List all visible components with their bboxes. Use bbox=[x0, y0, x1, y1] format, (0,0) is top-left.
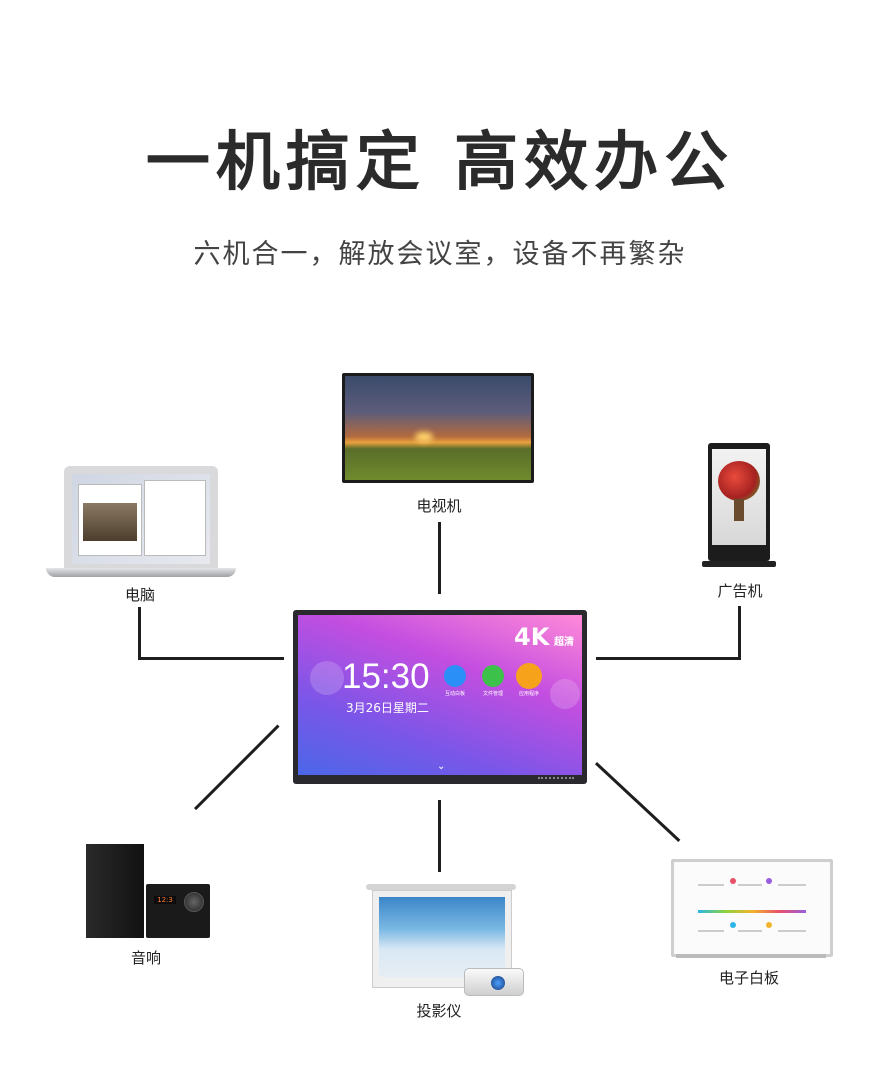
apps-grid-icon[interactable] bbox=[516, 663, 542, 689]
whiteboard-image bbox=[671, 859, 833, 957]
app-label: 互动白板 bbox=[444, 691, 465, 697]
speaker-display: 12:3 bbox=[154, 896, 176, 904]
laptop-label: 电脑 bbox=[124, 586, 155, 604]
bezel-buttons bbox=[538, 777, 574, 782]
tree-trunk bbox=[734, 499, 744, 521]
volume-knob-icon bbox=[184, 892, 204, 912]
kiosk-screen bbox=[712, 449, 766, 545]
connector-kiosk-h bbox=[596, 657, 741, 660]
laptop-browser-window bbox=[78, 484, 142, 556]
connector-laptop-v bbox=[138, 607, 141, 659]
whiteboard-tray bbox=[676, 954, 826, 958]
page-title: 一机搞定 高效办公 bbox=[145, 126, 735, 200]
whiteboard-text-line bbox=[698, 930, 724, 932]
page-subtitle: 六机合一，解放会议室，设备不再繁杂 bbox=[193, 239, 687, 270]
app-label: 应用程序 bbox=[518, 691, 539, 697]
connector-laptop-h bbox=[138, 657, 284, 660]
center-display-screen: 4K 超清 15:30 3月26日星期二 互动白板 文件管理 应用程序 ⌄ bbox=[298, 615, 582, 775]
date: 3月26日星期二 bbox=[346, 701, 429, 715]
kiosk-label: 广告机 bbox=[717, 582, 763, 600]
whiteboard-text-line bbox=[738, 884, 762, 886]
connector-speaker bbox=[194, 724, 280, 811]
speaker-tower-image bbox=[86, 844, 144, 938]
kiosk-base bbox=[702, 561, 776, 567]
timeline-dot bbox=[766, 878, 772, 884]
tv-image bbox=[342, 373, 534, 483]
speaker-unit-image: 12:3 bbox=[146, 884, 210, 938]
projector-lens-icon bbox=[491, 976, 505, 990]
chevron-down-icon[interactable]: ⌄ bbox=[437, 761, 446, 772]
file-manager-app-icon[interactable] bbox=[482, 665, 504, 687]
laptop-base bbox=[46, 568, 236, 577]
tv-screen bbox=[345, 376, 531, 480]
whiteboard-text-line bbox=[778, 930, 806, 932]
badge-4k: 4K bbox=[514, 623, 550, 651]
connector-projector bbox=[438, 800, 441, 872]
laptop-screen bbox=[72, 474, 210, 564]
app-label: 文件管理 bbox=[482, 691, 503, 697]
projector-label: 投影仪 bbox=[416, 1002, 462, 1020]
whiteboard-app-icon[interactable] bbox=[444, 665, 466, 687]
decor-bubble bbox=[310, 661, 344, 695]
connector-kiosk-v bbox=[738, 606, 741, 660]
projector-screen-sky bbox=[379, 897, 505, 977]
speaker-label: 音响 bbox=[130, 949, 161, 967]
projector-image bbox=[464, 968, 524, 996]
whiteboard-text-line bbox=[698, 884, 724, 886]
timeline-dot bbox=[730, 878, 736, 884]
whiteboard-text-line bbox=[778, 884, 806, 886]
sunset-sun bbox=[415, 432, 433, 442]
badge-uhd: 超清 bbox=[554, 637, 574, 648]
laptop-chat-window bbox=[144, 480, 206, 556]
whiteboard-text-line bbox=[738, 930, 762, 932]
connector-whiteboard bbox=[594, 762, 681, 842]
connector-tv bbox=[438, 522, 441, 594]
timeline-dot bbox=[766, 922, 772, 928]
whiteboard-timeline bbox=[698, 910, 806, 913]
tv-label: 电视机 bbox=[416, 497, 462, 515]
whiteboard-label: 电子白板 bbox=[718, 969, 779, 987]
clock: 15:30 bbox=[342, 657, 430, 696]
tree-graphic bbox=[718, 461, 760, 501]
decor-bubble bbox=[550, 679, 580, 709]
projector-screen-roller bbox=[366, 884, 516, 890]
center-display: 4K 超清 15:30 3月26日星期二 互动白板 文件管理 应用程序 ⌄ bbox=[293, 610, 587, 784]
laptop-image bbox=[64, 466, 218, 568]
timeline-dot bbox=[730, 922, 736, 928]
kiosk-image bbox=[708, 443, 770, 561]
